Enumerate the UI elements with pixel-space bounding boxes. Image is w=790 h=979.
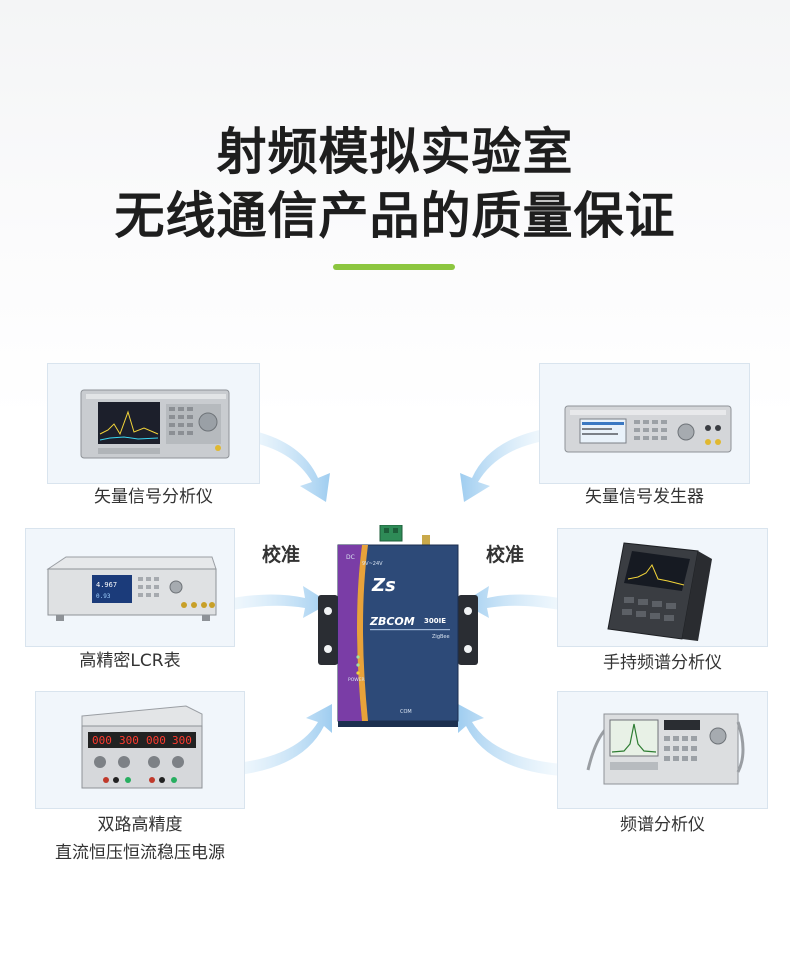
label-handheld-spectrum: 手持频谱分析仪 (603, 653, 722, 673)
device-brand: ZBCOM (369, 615, 415, 628)
lcr-meter-image: 4.967 0.93 (46, 556, 217, 621)
arrow-top-right (460, 428, 550, 502)
svg-text:4.967: 4.967 (96, 581, 117, 589)
calibrate-left-label: 校准 (262, 544, 301, 566)
handheld-spectrum-image (607, 542, 712, 641)
device-model: 300IE (424, 617, 446, 625)
label-lcr-meter: 高精密LCR表 (79, 651, 181, 671)
card-power-supply: 000 300 000 300 (35, 691, 245, 809)
page-subtitle: 无线通信产品的质量保证 (114, 187, 676, 245)
label-spectrum-analyzer: 频谱分析仪 (620, 815, 705, 835)
arrow-mid-left (222, 586, 330, 618)
card-vector-analyzer (47, 363, 260, 484)
arrow-top-left (240, 428, 330, 502)
arrow-mid-right (462, 586, 570, 618)
vector-analyzer-image (80, 389, 230, 459)
calibrate-right-label: 校准 (486, 544, 525, 566)
zbcom-device: Zs DC 9V~24V ZBCOM 300IE ZigBee POWER CO… (318, 525, 478, 727)
power-supply-image: 000 300 000 300 (81, 705, 203, 789)
readout-2: 300 (119, 734, 139, 747)
readout-3: 000 (146, 734, 166, 747)
label-vector-generator: 矢量信号发生器 (585, 487, 704, 507)
vector-generator-image (564, 405, 732, 453)
svg-text:0.93: 0.93 (96, 593, 111, 600)
label-power-supply-line2: 直流恒压恒流稳压电源 (55, 843, 225, 863)
page-title: 射频模拟实验室 (216, 123, 574, 181)
label-power-supply-line1: 双路高精度 (97, 815, 183, 835)
accent-bar (333, 264, 455, 270)
card-spectrum-analyzer (557, 691, 768, 809)
spectrum-analyzer-image (586, 713, 745, 785)
card-lcr-meter: 4.967 0.93 (25, 528, 235, 647)
device-power-label: POWER (348, 677, 365, 683)
svg-text:Zs: Zs (371, 575, 396, 596)
card-handheld-spectrum (557, 528, 768, 647)
readout-4: 300 (172, 734, 192, 747)
readout-1: 000 (92, 734, 112, 747)
device-voltage-label: 9V~24V (362, 561, 383, 567)
device-dc-label: DC (346, 554, 355, 561)
label-vector-analyzer: 矢量信号分析仪 (94, 487, 213, 507)
arrow-bottom-right (458, 704, 562, 776)
card-vector-generator (539, 363, 750, 484)
device-port-label: COM (400, 709, 412, 715)
device-sub: ZigBee (432, 634, 450, 640)
